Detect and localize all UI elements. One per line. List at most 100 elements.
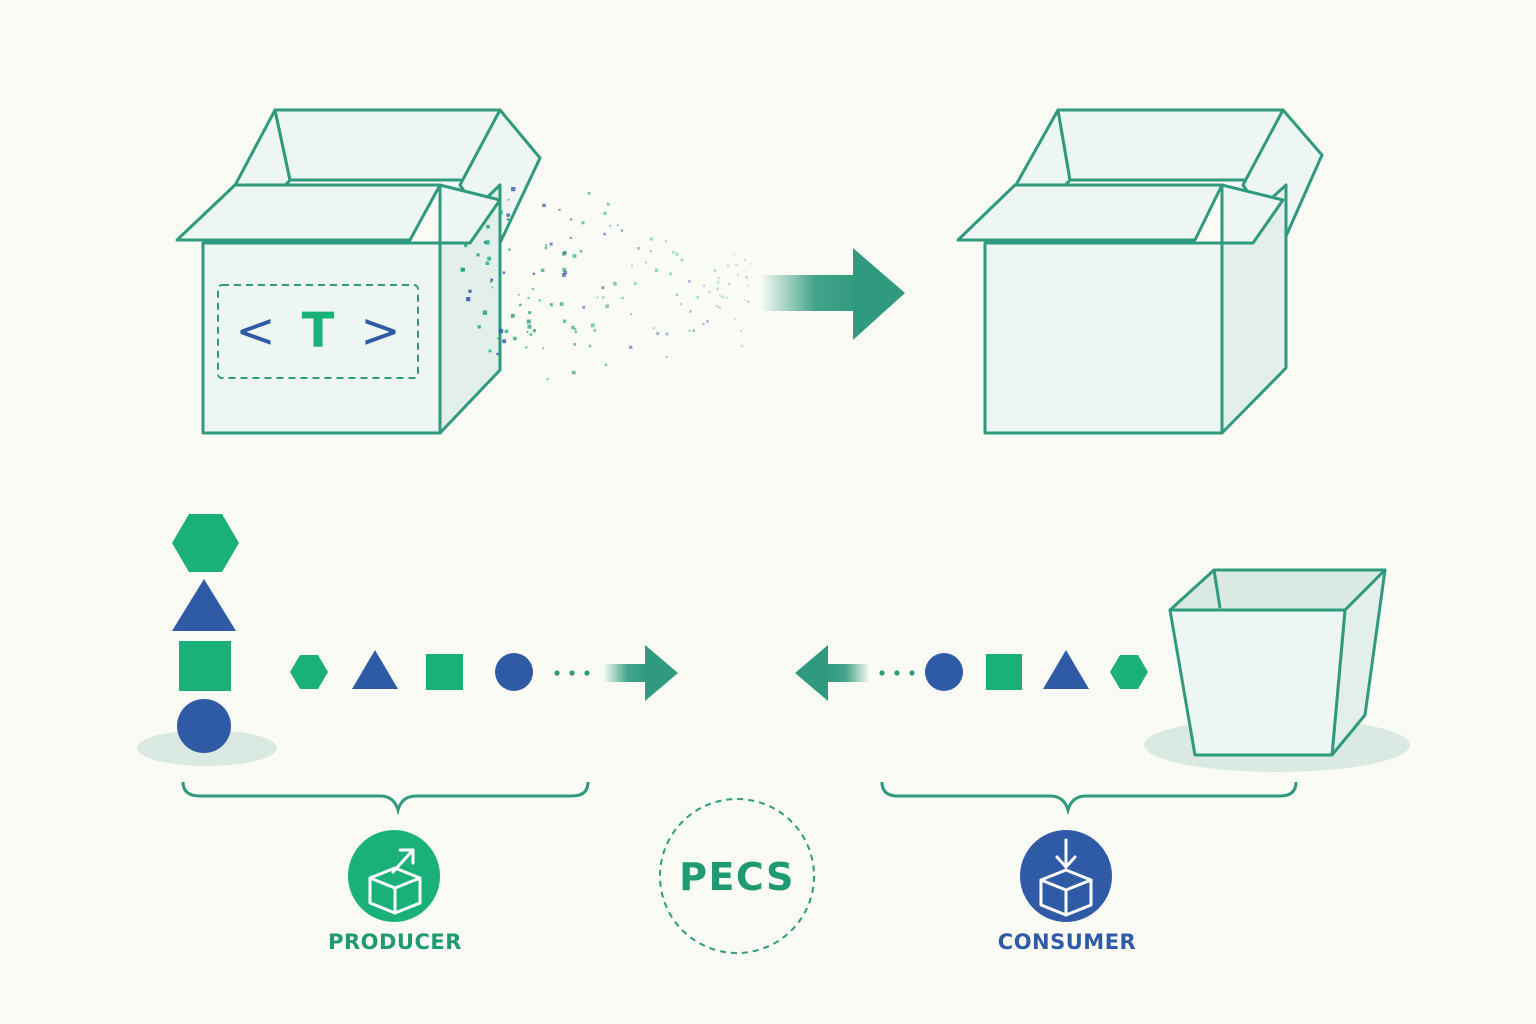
top-arrow-icon: [760, 248, 905, 340]
particle-dot: [735, 263, 738, 267]
tag-close-bracket: >: [360, 303, 401, 359]
source-box-front-flap: [175, 183, 442, 242]
source-box-front: [201, 241, 442, 435]
flow-dot: [569, 670, 575, 676]
particle-dot: [526, 319, 531, 324]
consumer-square-shape: [986, 654, 1022, 690]
source-box-back-flap: [273, 108, 502, 182]
particle-dot: [549, 242, 553, 246]
particle-dot: [476, 253, 480, 257]
particle-dot: [531, 288, 534, 290]
particle-dot: [629, 345, 633, 349]
particle-dot: [675, 293, 679, 297]
particle-dot: [652, 327, 655, 330]
particle-dot: [743, 258, 747, 262]
particle-dot: [538, 299, 541, 302]
particle-dot: [656, 332, 660, 335]
flow-dot: [554, 670, 560, 676]
particle-dot: [544, 246, 547, 250]
consumer-arrow-shaft: [825, 664, 870, 682]
particle-dot: [740, 330, 742, 332]
particle-dot: [460, 267, 465, 272]
particle-dot: [708, 290, 711, 293]
particle-dot: [507, 198, 510, 201]
target-box-right-front-flap: [1220, 183, 1285, 245]
particle-dot: [630, 313, 632, 315]
particle-dot: [526, 331, 529, 333]
particle-dot: [716, 287, 719, 290]
particle-dot: [464, 244, 468, 248]
consumer-bin-inner-edge: [1212, 569, 1222, 609]
particle-dot: [603, 211, 607, 215]
particle-dot: [706, 320, 709, 323]
particle-dot: [743, 299, 746, 302]
particle-dot: [508, 248, 511, 251]
particle-dot: [727, 264, 730, 267]
box-arrow-in-icon: [1020, 830, 1112, 922]
particle-dot: [596, 296, 599, 299]
particle-dot: [477, 325, 481, 329]
particle-dot: [487, 256, 491, 261]
particle-dot: [747, 284, 750, 287]
particle-dot: [484, 241, 487, 244]
flow-circle-shape: [495, 653, 533, 691]
particle-dot: [490, 278, 494, 282]
producer-stack: [172, 514, 239, 753]
particle-dot: [675, 252, 679, 256]
particle-dot: [680, 258, 684, 262]
producer-label: PRODUCER: [328, 930, 462, 954]
particle-dot: [558, 208, 561, 211]
particle-spray: [460, 187, 752, 381]
particle-dot: [680, 303, 682, 305]
particle-dot: [672, 250, 675, 254]
particle-dot: [605, 304, 609, 308]
particle-dot: [733, 253, 736, 256]
particle-dot: [606, 202, 610, 206]
target-box-front-flap: [956, 183, 1224, 242]
particle-dot: [737, 273, 740, 276]
particle-dot: [527, 297, 530, 299]
particle-dot: [485, 240, 490, 245]
particle-dot: [482, 310, 488, 315]
particle-dot: [645, 261, 648, 264]
particle-dot: [559, 302, 564, 306]
particle-dot: [562, 252, 566, 256]
particle-dot: [696, 295, 700, 299]
particle-dot: [525, 346, 528, 349]
flow-dot: [584, 670, 590, 676]
source-open-box: [175, 108, 542, 435]
particle-dot: [601, 286, 605, 290]
particle-dot: [581, 221, 585, 225]
particle-dot: [540, 268, 545, 273]
particle-dot: [570, 218, 573, 221]
stack-triangle-shape: [172, 579, 236, 631]
particle-dot: [486, 224, 490, 229]
particle-dot: [527, 324, 532, 329]
particle-dot: [669, 272, 672, 276]
particle-dot: [546, 378, 549, 381]
particle-dot: [649, 250, 652, 253]
particle-dot: [498, 210, 503, 215]
particle-dot: [716, 280, 720, 284]
generic-type-tag: < T >: [220, 292, 416, 370]
particle-dot: [519, 303, 522, 307]
particle-dot: [549, 303, 553, 307]
particle-dot: [747, 300, 750, 303]
particle-dot: [466, 297, 471, 302]
particle-dot: [590, 323, 595, 328]
pecs-badge-ring: [659, 798, 815, 954]
particle-dot: [579, 250, 583, 253]
particle-dot: [637, 247, 640, 250]
particle-dot: [504, 329, 509, 333]
particle-dot: [528, 311, 532, 315]
particle-dot: [593, 329, 597, 332]
particle-dot: [603, 232, 606, 236]
flow-triangle-shape: [352, 650, 398, 689]
particle-dot: [563, 270, 568, 275]
particle-dot: [725, 296, 728, 300]
consumer-triangle-shape: [1043, 650, 1089, 689]
particle-dot: [489, 281, 492, 283]
pecs-label: PECS: [679, 855, 795, 899]
